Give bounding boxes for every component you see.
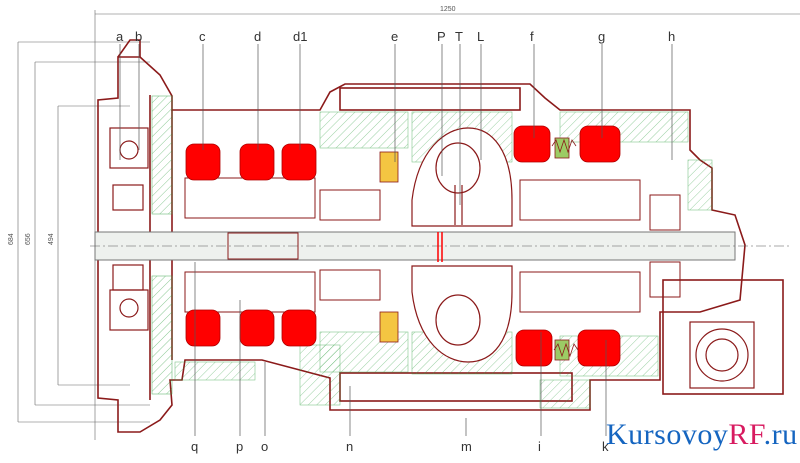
fluid-coupling <box>411 127 513 363</box>
watermark-suffix: RF <box>728 418 764 451</box>
output-gearbox <box>689 321 755 389</box>
watermark-tld: .ru <box>763 418 798 451</box>
clutch-pad <box>281 143 317 181</box>
label-b: b <box>135 29 142 44</box>
leader-lines <box>119 44 673 436</box>
label-f: f <box>530 29 534 44</box>
dimension-lines <box>17 10 800 440</box>
clutch-pad <box>579 125 621 163</box>
clutch-pad <box>577 329 621 367</box>
top-labels: a b c d d1 e P T L f g h <box>116 29 675 44</box>
clutch-pad <box>239 143 275 181</box>
label-n: n <box>346 439 353 454</box>
clutch-pad <box>515 329 553 367</box>
label-o: o <box>261 439 268 454</box>
clutch-pad <box>281 309 317 347</box>
label-i: i <box>538 439 541 454</box>
dim-494: 494 <box>48 233 55 245</box>
label-m: m <box>461 439 472 454</box>
input-flange <box>109 127 149 331</box>
clutch-springs <box>551 138 579 358</box>
label-d1: d1 <box>293 29 307 44</box>
clutch-pad <box>513 125 551 163</box>
dim-684: 684 <box>8 233 15 245</box>
watermark-prefix: Kursovoy <box>606 418 729 451</box>
label-g: g <box>598 29 605 44</box>
clutch-pad <box>185 309 221 347</box>
label-h: h <box>668 29 675 44</box>
bottom-labels: q p o n m i k <box>191 439 609 454</box>
overall-dimension: 1250 <box>440 6 456 13</box>
label-c: c <box>199 29 206 44</box>
dim-656: 656 <box>25 233 32 245</box>
label-d: d <box>254 29 261 44</box>
label-e: e <box>391 29 398 44</box>
clutch-pads <box>185 125 621 367</box>
label-T: T <box>455 29 463 44</box>
label-k: k <box>602 439 609 454</box>
main-shaft <box>90 231 790 262</box>
label-q: q <box>191 439 198 454</box>
gear-blocks <box>184 177 681 313</box>
label-L: L <box>477 29 484 44</box>
clutch-pad <box>239 309 275 347</box>
label-a: a <box>116 29 124 44</box>
watermark: KursovoyRF.ru <box>606 418 798 452</box>
label-p: p <box>236 439 243 454</box>
label-P: P <box>437 29 446 44</box>
